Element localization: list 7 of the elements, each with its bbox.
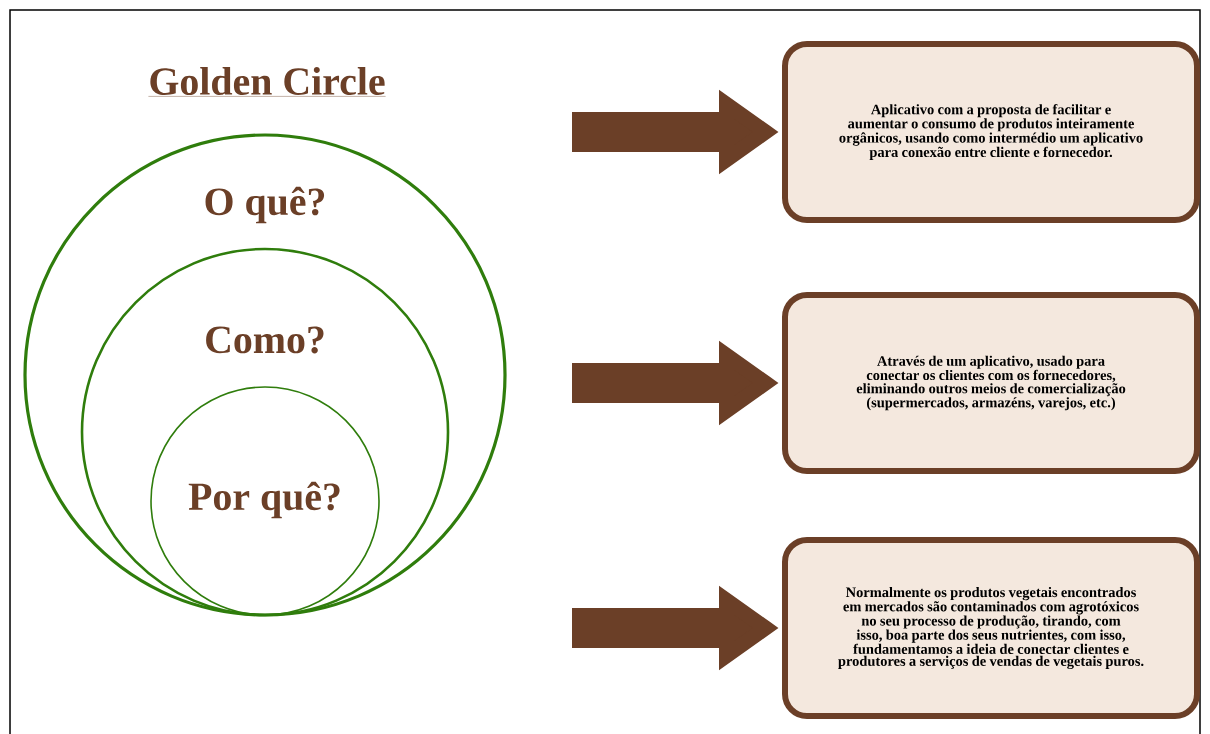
circle-label: O quê? xyxy=(205,186,325,224)
circle-label: Como? xyxy=(206,326,324,354)
text-box: Aplicativo com a proposta de facilitar e aumentar o consumo de produtos inteiramente orgânicos, usando como intermédio um aplicativo para conexão entre cliente e fornecedor. xyxy=(782,41,1200,223)
text-box: Normalmente os produtos vegetais encontrados em mercados são contaminados com agrotóxicos no seu processo de produção, tirando, com isso, boa parte dos seus nutrientes, com isso, fundamentamos a ideia de conectar clientes e produtores a serviços de vendas de vegetais puros. xyxy=(782,537,1200,719)
circle-label: Por quê? xyxy=(188,481,340,519)
heading: Golden Circle xyxy=(148,67,386,97)
text-box: Através de um aplicativo, usado para conectar os clientes com os fornecedores, eliminando outros meios de comercialização (supermercados, armazéns, varejos, etc.) xyxy=(782,292,1200,474)
